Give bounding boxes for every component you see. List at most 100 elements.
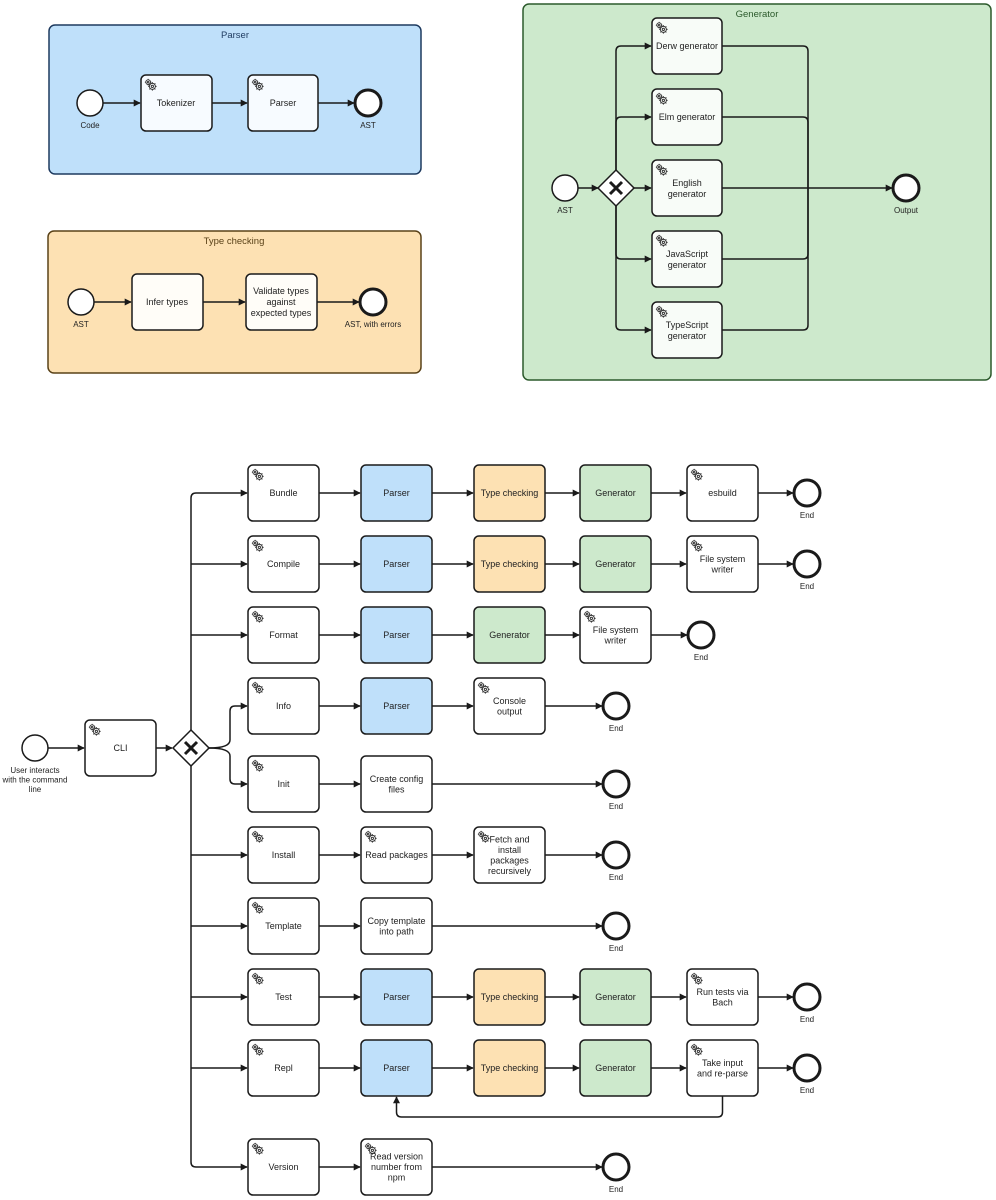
task-label: Read packages <box>365 850 428 860</box>
task-label: Info <box>276 701 291 711</box>
parser-pool-box <box>48 24 422 175</box>
end-event-label: End <box>609 802 623 811</box>
task-parser <box>247 74 319 132</box>
task-label: Bundle <box>269 488 297 498</box>
end-event-label: End <box>800 1015 814 1024</box>
task-label: Repl <box>274 1063 293 1073</box>
task-validate-types <box>245 273 318 331</box>
start-event-label: AST <box>73 320 89 329</box>
end-event <box>792 478 822 508</box>
end-event <box>686 620 716 650</box>
task-javascript-generator <box>651 230 723 288</box>
gateway-x-icon <box>608 180 624 196</box>
start-event <box>76 89 104 117</box>
end-event <box>601 691 631 721</box>
start-event-label: AST <box>557 206 573 215</box>
task-label: Type checking <box>481 559 539 569</box>
end-event <box>792 549 822 579</box>
end-event-label: AST <box>360 121 376 130</box>
task-label: Test <box>275 992 292 1002</box>
task-label: Generator <box>489 630 530 640</box>
task-label: Compile <box>267 559 300 569</box>
task-english-generator <box>651 159 723 217</box>
end-event-label: Output <box>894 206 919 215</box>
task-label: Generator <box>595 992 636 1002</box>
task-typescript-generator <box>651 301 723 359</box>
start-event-label: Code <box>80 121 100 130</box>
generator-pool: Generator AST Derw generator Elm generat… <box>522 3 992 381</box>
end-event-label: End <box>609 1185 623 1194</box>
task-label: CLI <box>113 743 127 753</box>
task-derw-generator <box>651 17 723 75</box>
generator-pool-title: Generator <box>736 9 779 20</box>
task-label: Elm generator <box>659 112 716 122</box>
task-cli <box>84 719 157 777</box>
end-event-label: End <box>609 944 623 953</box>
task-label: Derw generator <box>656 41 718 51</box>
parser-pool: Parser Code Tokenizer Parser AST <box>48 24 422 175</box>
end-event <box>792 1053 822 1083</box>
end-event <box>601 769 631 799</box>
end-event <box>601 840 631 870</box>
task-label: Generator <box>595 488 636 498</box>
end-event-label: End <box>800 1086 814 1095</box>
end-event-label: End <box>609 873 623 882</box>
task-label: Parser <box>383 488 410 498</box>
typecheck-pool-title: Type checking <box>204 236 265 247</box>
repl-loop-edge <box>393 1096 724 1118</box>
task-label: Type checking <box>481 992 539 1002</box>
task-label: Generator <box>595 559 636 569</box>
task-elm-generator <box>651 88 723 146</box>
end-event-label: End <box>800 511 814 520</box>
start-event <box>551 174 579 202</box>
gateway-x-icon <box>183 740 199 756</box>
start-event <box>21 734 49 762</box>
typecheck-pool: Type checking AST Infer types Validate t… <box>47 230 422 374</box>
end-event <box>358 287 388 317</box>
end-event-label: End <box>694 653 708 662</box>
task-label: Tokenizer <box>157 98 196 108</box>
task-label: Parser <box>383 701 410 711</box>
task-label: Type checking <box>481 488 539 498</box>
end-event <box>601 1152 631 1182</box>
task-label: Format <box>269 630 298 640</box>
end-event <box>792 982 822 1012</box>
task-label: Version <box>268 1162 298 1172</box>
task-label: Generator <box>595 1063 636 1073</box>
task-label: Install <box>272 850 296 860</box>
end-event <box>891 173 921 203</box>
task-label: Parser <box>383 559 410 569</box>
task-label: Init <box>277 779 290 789</box>
end-event-label: End <box>800 582 814 591</box>
task-label: esbuild <box>708 488 737 498</box>
task-label: Parser <box>383 1063 410 1073</box>
task-label: Template <box>265 921 302 931</box>
task-infer-types <box>131 273 204 331</box>
end-event <box>353 88 383 118</box>
end-event-label: AST, with errors <box>345 320 401 329</box>
task-label: Parser <box>383 992 410 1002</box>
end-event <box>601 911 631 941</box>
start-event <box>67 288 95 316</box>
task-label: Infer types <box>146 297 189 307</box>
task-label: Parser <box>270 98 297 108</box>
task-label: Type checking <box>481 1063 539 1073</box>
parser-pool-title: Parser <box>221 30 249 41</box>
task-label: Parser <box>383 630 410 640</box>
end-event-label: End <box>609 724 623 733</box>
task-tokenizer <box>140 74 213 132</box>
